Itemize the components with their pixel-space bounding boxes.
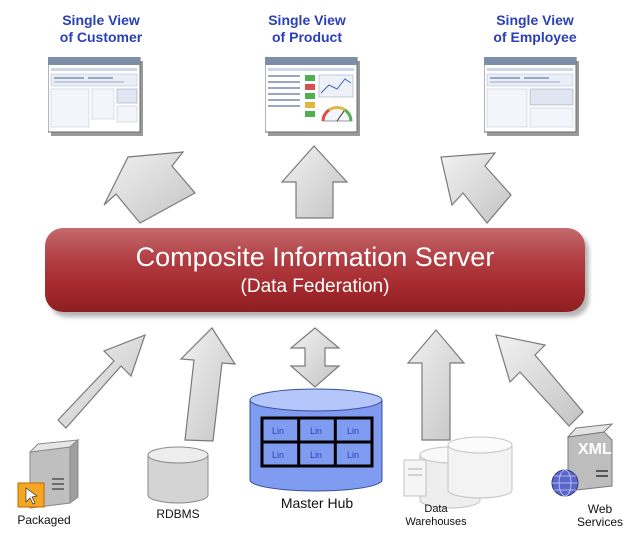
view-title-customer: Single View of Customer: [36, 12, 166, 46]
packaged-server-icon: [17, 438, 80, 509]
dw-line1: Data: [424, 503, 448, 515]
xml-badge: XML: [578, 441, 612, 458]
source-label-rdbms: RDBMS: [156, 507, 200, 521]
arrow-up-employee: [440, 152, 512, 224]
arrow-up-customer: [103, 151, 196, 224]
hub-cell: Lin: [272, 426, 285, 436]
hub-cell: Lin: [310, 450, 323, 460]
hub-cell: Lin: [347, 426, 360, 436]
rdbms-database-icon: [147, 446, 209, 504]
hub-cell: Lin: [272, 450, 285, 460]
view-title-product: Single View of Product: [242, 12, 372, 46]
arrow-data-warehouses: [406, 329, 466, 441]
hub-cell: Lin: [347, 450, 360, 460]
product-view-window-icon: [265, 57, 360, 136]
view-title-employee: Single View of Employee: [470, 12, 600, 46]
server-subtitle: (Data Federation): [240, 276, 390, 297]
web-services-xml-icon: [551, 423, 614, 497]
master-hub-database-icon: [249, 388, 383, 492]
source-label-web-services: Web Services: [568, 503, 632, 529]
composite-information-server: Composite Information Server (Data Feder…: [45, 228, 585, 312]
view-title-employee-line2: of Employee: [493, 29, 577, 45]
source-label-master-hub: Master Hub: [280, 495, 354, 511]
arrow-web-services: [495, 334, 584, 427]
hub-cell-grid: Lin Lin Lin Lin Lin Lin: [264, 420, 370, 464]
ws-line2: Services: [576, 515, 623, 529]
view-title-customer-line2: of Customer: [59, 29, 143, 45]
employee-view-window-icon: [484, 57, 579, 136]
source-label-packaged: Packaged: [17, 513, 71, 527]
view-title-product-line2: of Product: [272, 29, 342, 45]
ws-line1: Web: [587, 502, 613, 516]
arrow-packaged: [57, 333, 146, 429]
arrow-master-hub: [289, 327, 341, 388]
view-title-product-line1: Single View: [268, 12, 346, 28]
arrow-up-product: [280, 145, 349, 219]
dw-line2: Warehouses: [405, 516, 467, 528]
data-warehouses-icon: [403, 436, 513, 509]
arrow-rdbms: [179, 327, 237, 442]
hub-cell: Lin: [310, 426, 323, 436]
server-title: Composite Information Server: [135, 242, 495, 272]
view-title-customer-line1: Single View: [62, 12, 140, 28]
source-label-data-warehouses: Data Warehouses: [398, 503, 474, 529]
view-title-employee-line1: Single View: [496, 12, 574, 28]
customer-view-window-icon: [48, 57, 143, 136]
